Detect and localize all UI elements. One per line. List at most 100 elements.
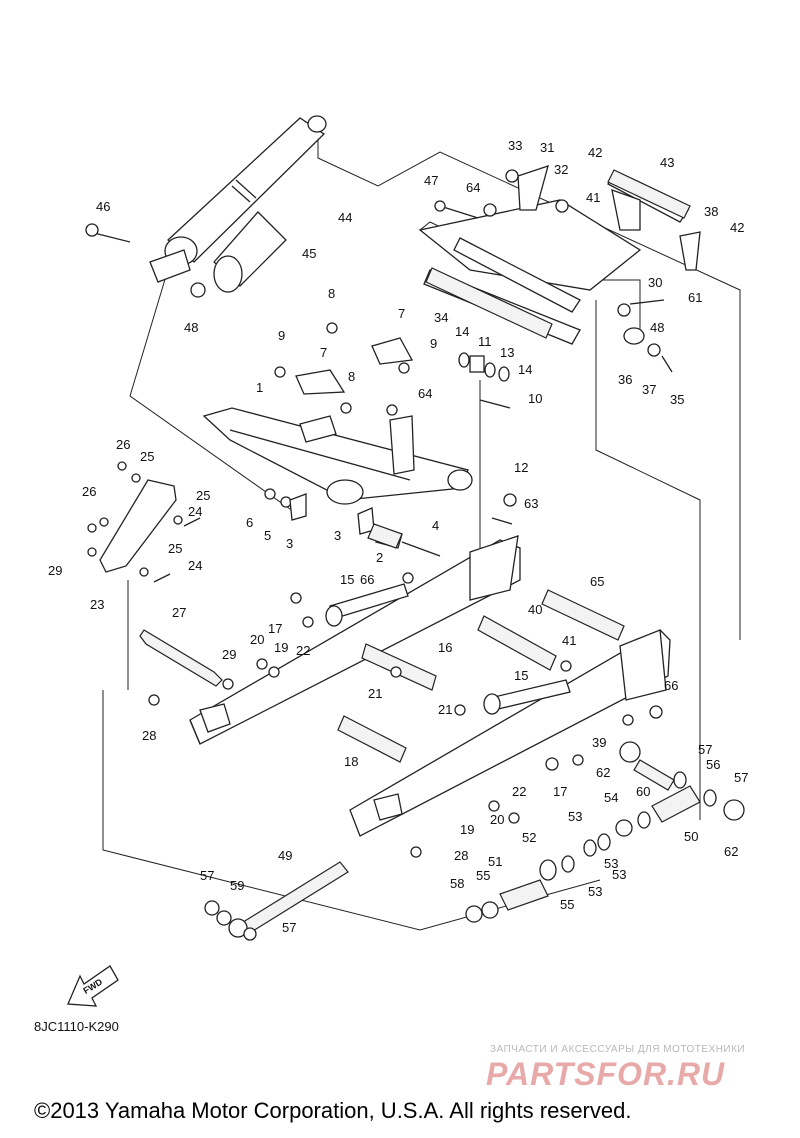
callout-59: 59 [230, 878, 244, 893]
callout-27: 27 [172, 605, 186, 620]
callout-65: 65 [590, 574, 604, 589]
callout-8: 8 [328, 286, 335, 301]
callout-16: 16 [438, 640, 452, 655]
callout-53: 53 [588, 884, 602, 899]
callout-31: 31 [540, 140, 554, 155]
callout-43: 43 [660, 155, 674, 170]
callout-63: 63 [524, 496, 538, 511]
callout-26: 26 [116, 437, 130, 452]
callout-21: 21 [368, 686, 382, 701]
callout-49: 49 [278, 848, 292, 863]
callout-57: 57 [734, 770, 748, 785]
callout-23: 23 [90, 597, 104, 612]
callout-42: 42 [588, 145, 602, 160]
callout-20: 20 [250, 632, 264, 647]
callout-62: 62 [596, 765, 610, 780]
callout-60: 60 [636, 784, 650, 799]
callout-5: 5 [264, 528, 271, 543]
callout-28: 28 [454, 848, 468, 863]
callout-11: 11 [478, 334, 492, 349]
callout-24: 24 [188, 504, 202, 519]
rear-shock-absorber [85, 115, 327, 298]
callout-53: 53 [604, 856, 618, 871]
callout-2: 2 [376, 550, 383, 565]
callout-14: 14 [455, 324, 469, 339]
callout-44: 44 [338, 210, 352, 225]
callout-45: 45 [302, 246, 316, 261]
callout-47: 47 [424, 173, 438, 188]
callout-3: 3 [286, 536, 293, 551]
callout-22: 22 [296, 643, 310, 658]
callout-1: 1 [256, 380, 263, 395]
copyright-notice: ©2013 Yamaha Motor Corporation, U.S.A. A… [34, 1098, 632, 1123]
callout-41: 41 [562, 633, 576, 648]
callout-24: 24 [188, 558, 202, 573]
callout-61: 61 [688, 290, 702, 305]
callout-39: 39 [592, 735, 606, 750]
callout-36: 36 [618, 372, 632, 387]
callout-38: 38 [704, 204, 718, 219]
callout-40: 40 [528, 602, 542, 617]
callout-7: 7 [320, 345, 327, 360]
callout-48: 48 [184, 320, 198, 335]
callout-54: 54 [604, 790, 618, 805]
slide-rails [189, 535, 671, 837]
callout-7: 7 [398, 306, 405, 321]
callout-66: 66 [360, 572, 374, 587]
callout-32: 32 [554, 162, 568, 177]
callout-57: 57 [200, 868, 214, 883]
callout-55: 55 [476, 868, 490, 883]
callout-14: 14 [518, 362, 532, 377]
callout-46: 46 [96, 199, 110, 214]
callout-64: 64 [466, 180, 480, 195]
callout-57: 57 [282, 920, 296, 935]
callout-4: 4 [432, 518, 439, 533]
fwd-arrow-icon: FWD [67, 965, 119, 1007]
cross-shafts [139, 169, 691, 935]
callout-25: 25 [168, 541, 182, 556]
callout-29: 29 [222, 647, 236, 662]
callout-17: 17 [553, 784, 567, 799]
callout-13: 13 [500, 345, 514, 360]
diagram-code: 8JC1110-K290 [34, 1019, 119, 1034]
callout-53: 53 [612, 867, 626, 882]
callout-56: 56 [706, 757, 720, 772]
callout-12: 12 [514, 460, 528, 475]
callout-19: 19 [460, 822, 474, 837]
callout-9: 9 [278, 328, 285, 343]
callout-55: 55 [560, 897, 574, 912]
callout-34: 34 [434, 310, 448, 325]
callout-17: 17 [268, 621, 282, 636]
callout-20: 20 [490, 812, 504, 827]
callout-37: 37 [642, 382, 656, 397]
callout-42: 42 [730, 220, 744, 235]
callout-33: 33 [508, 138, 522, 153]
watermark-subtitle: ЗАПЧАСТИ И АКСЕССУАРЫ ДЛЯ МОТОТЕХНИКИ [490, 1044, 746, 1055]
callout-15: 15 [514, 668, 528, 683]
callout-21: 21 [438, 702, 452, 717]
callout-25: 25 [140, 449, 154, 464]
watermark-logo: PARTSFOR.RU [486, 1056, 726, 1092]
callout-22: 22 [512, 784, 526, 799]
callout-62: 62 [724, 844, 738, 859]
callout-30: 30 [648, 275, 662, 290]
callout-10: 10 [528, 391, 542, 406]
callout-50: 50 [684, 829, 698, 844]
callout-28: 28 [142, 728, 156, 743]
callout-58: 58 [450, 876, 464, 891]
callout-52: 52 [522, 830, 536, 845]
callout-35: 35 [670, 392, 684, 407]
callout-8: 8 [348, 369, 355, 384]
callout-48: 48 [650, 320, 664, 335]
callout-9: 9 [430, 336, 437, 351]
callout-6: 6 [246, 515, 253, 530]
idler-wheel-hardware [204, 741, 745, 941]
callout-51: 51 [488, 854, 502, 869]
callout-53: 53 [568, 809, 582, 824]
callout-29: 29 [48, 563, 62, 578]
callout-19: 19 [274, 640, 288, 655]
rail-fasteners [148, 572, 663, 858]
callout-25: 25 [196, 488, 210, 503]
front-arm-assembly [202, 322, 517, 557]
